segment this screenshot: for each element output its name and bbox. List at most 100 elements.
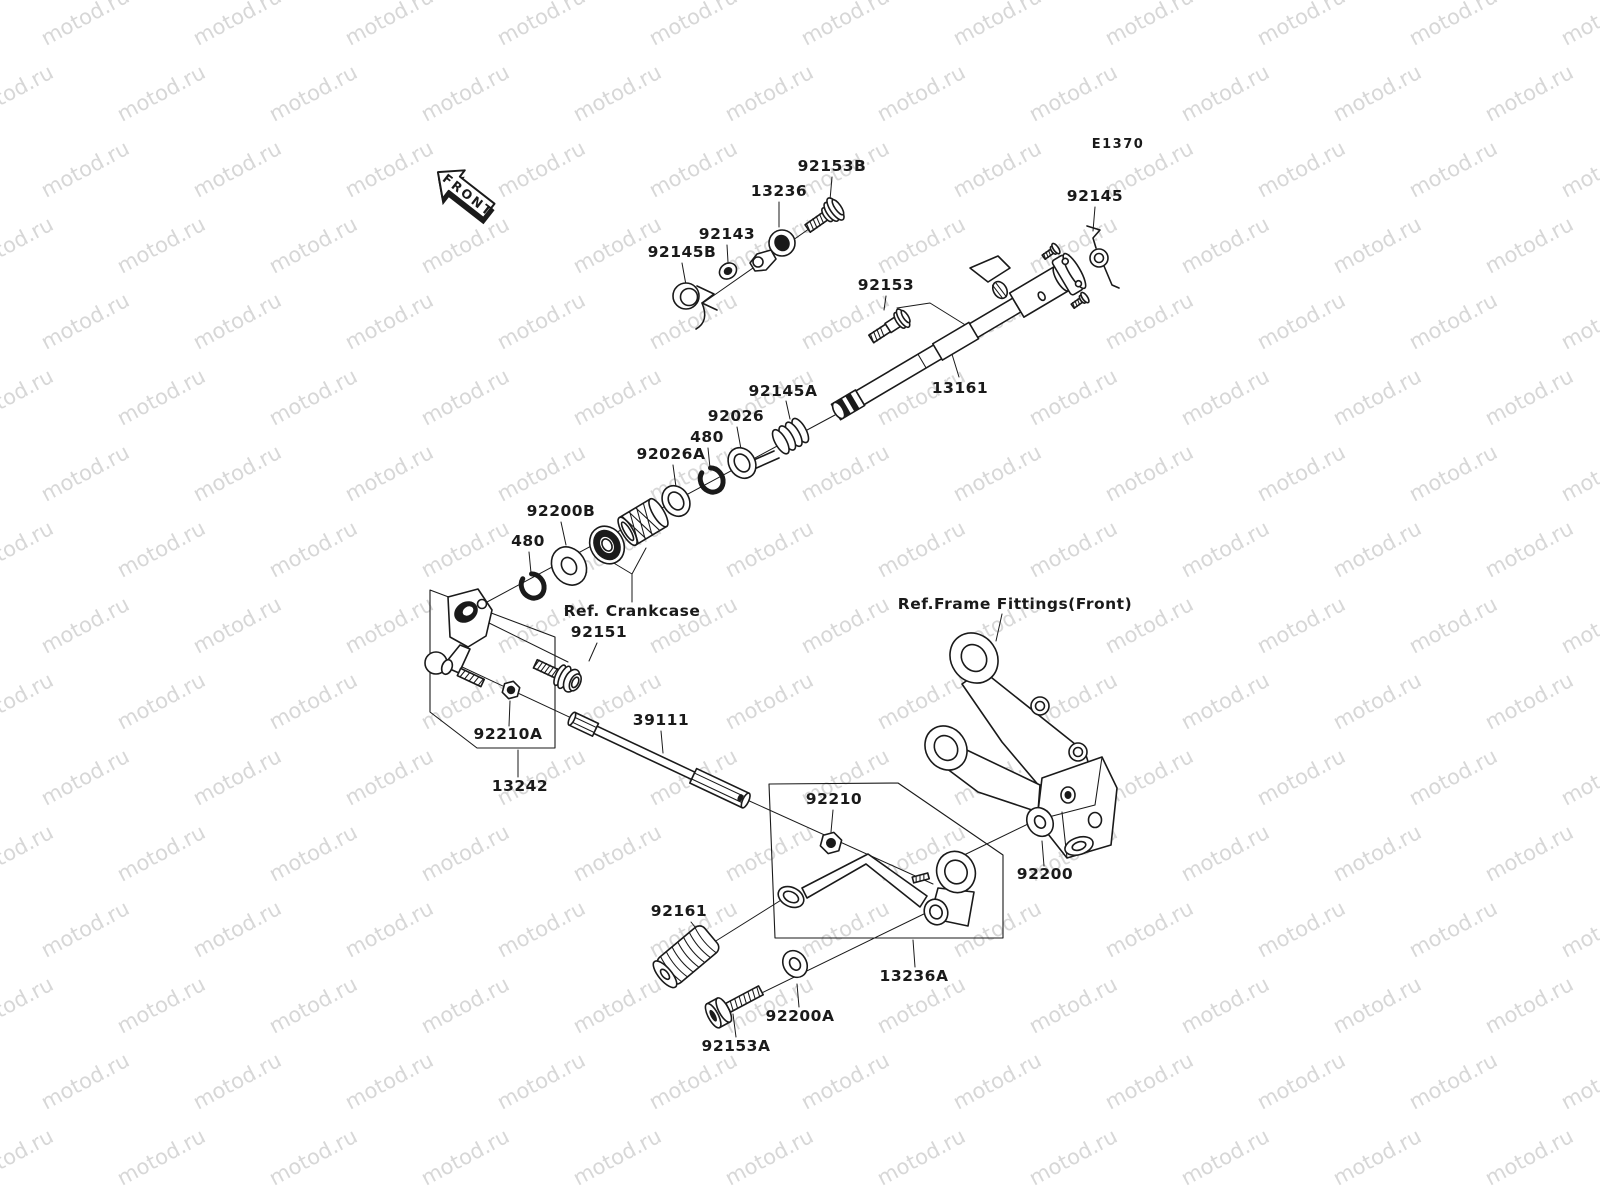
watermark-text: motod.ru <box>1405 744 1501 810</box>
watermark-text: motod.ru <box>645 0 741 50</box>
watermark-text: motod.ru <box>37 440 133 506</box>
pedal-lever-13236a <box>777 850 977 927</box>
watermark-text: motod.ru <box>569 60 665 126</box>
watermark-text: motod.ru <box>113 212 209 278</box>
watermark-text: motod.ru <box>1329 668 1425 734</box>
part-label-480: 480 <box>690 428 724 446</box>
washer-92026a <box>661 484 691 518</box>
watermark-text: motod.ru <box>1405 1048 1501 1114</box>
watermark-text: motod.ru <box>113 820 209 886</box>
watermark-text: motod.ru <box>37 288 133 354</box>
watermark-text: motod.ru <box>1025 516 1121 582</box>
watermark-text: motod.ru <box>341 592 437 658</box>
watermark-text: motod.ru <box>797 0 893 50</box>
watermark-text: motod.ru <box>1481 60 1577 126</box>
ref-crankcase-connector <box>611 547 647 603</box>
watermark-text: motod.ru <box>1329 60 1425 126</box>
watermark-text: motod.ru <box>1329 212 1425 278</box>
watermark-text: motod.ru <box>1405 440 1501 506</box>
watermark-text: motod.ru <box>417 820 513 886</box>
watermark-text: motod.ru <box>341 288 437 354</box>
washer-92200 <box>1025 806 1055 838</box>
watermark-text: motod.ru <box>721 820 817 886</box>
watermark-text: motod.ru <box>1253 136 1349 202</box>
watermark-text: motod.ru <box>189 592 285 658</box>
rod-39111 <box>567 711 751 809</box>
watermark-text: motod.ru <box>1025 364 1121 430</box>
watermark-text: motod.ru <box>1177 668 1273 734</box>
watermark-text: motod.ru <box>1253 744 1349 810</box>
watermark-text: motod.ru <box>1101 440 1197 506</box>
watermark-text: motod.ru <box>949 0 1045 50</box>
watermark-text: motod.ru <box>265 516 361 582</box>
watermark-text: motod.ru <box>569 1124 665 1190</box>
watermark-text: motod.ru <box>493 440 589 506</box>
watermark-text: motod.ru <box>265 364 361 430</box>
watermark-text: motod.ru <box>417 364 513 430</box>
part-label-92200: 92200 <box>1017 865 1073 883</box>
part-label-13242: 13242 <box>492 777 548 795</box>
watermark-text: motod.ru <box>1557 288 1600 354</box>
watermark-text: motod.ru <box>37 136 133 202</box>
group-box-13242 <box>429 589 556 749</box>
nut-92210a <box>501 680 521 700</box>
circlip-480 <box>697 465 726 495</box>
watermark-text: motod.ru <box>1025 972 1121 1038</box>
watermark-text: motod.ru <box>1253 896 1349 962</box>
watermark-text: motod.ru <box>1481 364 1577 430</box>
watermark-text: motod.ru <box>1177 60 1273 126</box>
watermark-text: motod.ru <box>113 1124 209 1190</box>
watermark-text: motod.ru <box>873 516 969 582</box>
watermark-text: motod.ru <box>721 668 817 734</box>
screw-92153 <box>867 308 911 344</box>
watermark-text: motod.ru <box>1253 440 1349 506</box>
page-code-E1370: E1370 <box>1092 137 1145 152</box>
watermark-text: motod.ru <box>1101 1048 1197 1114</box>
watermark-text: motod.ru <box>1025 60 1121 126</box>
part-label-92153A: 92153A <box>702 1037 771 1055</box>
watermark-text: motod.ru <box>797 288 893 354</box>
part-label-92210: 92210 <box>806 790 862 808</box>
watermark-text: motod.ru <box>265 668 361 734</box>
watermark-text: motod.ru <box>873 668 969 734</box>
watermark-text: motod.ru <box>1405 896 1501 962</box>
watermark-text: motod.ru <box>1329 972 1425 1038</box>
pedal-clamp-screw <box>911 872 931 884</box>
watermark-text: motod.ru <box>113 516 209 582</box>
watermark-text: motod.ru <box>1329 364 1425 430</box>
part-label-92026A: 92026A <box>637 445 706 463</box>
link-13236 <box>749 229 796 272</box>
watermark-text: motod.ru <box>1557 440 1600 506</box>
part-label-39111: 39111 <box>633 711 689 729</box>
bolt-92153a <box>704 985 764 1029</box>
shaft-13161 <box>830 252 1087 421</box>
watermark-text: motod.ru <box>721 1124 817 1190</box>
watermark-text: motod.ru <box>189 440 285 506</box>
watermark-text: motod.ru <box>797 592 893 658</box>
watermark-text: motod.ru <box>1177 364 1273 430</box>
watermark-text: motod.ru <box>37 1048 133 1114</box>
watermark-text: motod.ru <box>1481 820 1577 886</box>
watermark-text: motod.ru <box>0 60 57 126</box>
washer-92200b <box>550 546 588 586</box>
watermark-text: motod.ru <box>1557 1048 1600 1114</box>
shaft-roller-arm <box>969 255 1011 300</box>
watermark-text: motod.ru <box>873 1124 969 1190</box>
watermark-text: motod.ru <box>569 972 665 1038</box>
watermark-text: motod.ru <box>341 896 437 962</box>
watermark-text: motod.ru <box>1481 668 1577 734</box>
watermark-text: motod.ru <box>949 440 1045 506</box>
watermark-text: motod.ru <box>493 0 589 50</box>
front-arrow-face <box>436 169 496 219</box>
oil-seal <box>588 525 626 565</box>
watermark-text: motod.ru <box>645 1048 741 1114</box>
watermark-text: motod.ru <box>417 516 513 582</box>
part-label-92151: 92151 <box>571 623 627 641</box>
watermark-text: motod.ru <box>1405 0 1501 50</box>
frame-bracket <box>924 632 1118 859</box>
watermark-text: motod.ru <box>493 288 589 354</box>
watermark-text: motod.ru <box>493 136 589 202</box>
watermark-text: motod.ru <box>1329 820 1425 886</box>
